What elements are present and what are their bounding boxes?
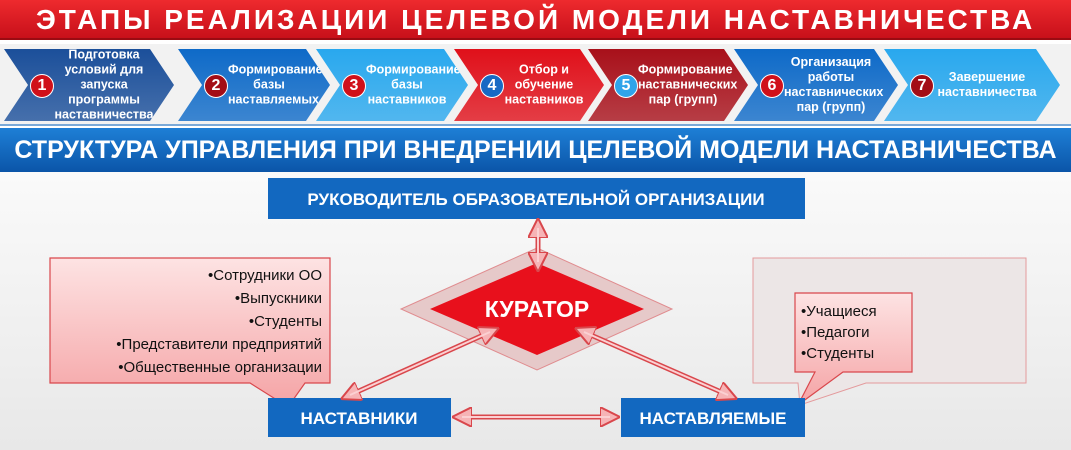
mentees-box <box>621 398 805 437</box>
mentee-sources-list: •Учащиеся •Педагоги •Студенты <box>801 303 877 362</box>
mentor-sources-list: •Сотрудники ОО •Выпускники •Студенты •Пр… <box>116 267 322 376</box>
list-item: •Студенты <box>801 345 874 362</box>
head-box <box>268 178 805 219</box>
stage-label: Формирование базы наставляемых <box>228 62 323 107</box>
list-item: •Учащиеся <box>801 303 877 320</box>
mentees-label: НАСТАВЛЯЕМЫЕ <box>639 409 786 428</box>
stage-number-badge: 6 <box>760 74 784 98</box>
stage-label: Завершение наставничества <box>937 70 1037 99</box>
stage-number-badge: 4 <box>480 74 504 98</box>
stage-label: Формирование наставнических пар (групп) <box>638 62 738 107</box>
mentee-sources-callout <box>794 292 913 406</box>
stage-label: Организация работы наставнических пар (г… <box>784 55 884 114</box>
list-item: •Выпускники <box>235 290 322 307</box>
stage-number-badge: 7 <box>910 74 934 98</box>
stage-number-badge: 2 <box>204 74 228 98</box>
stage-label: Подготовка условий для запуска программы… <box>54 47 154 122</box>
stage-number-badge: 5 <box>614 74 638 98</box>
stage-number-badge: 3 <box>342 74 366 98</box>
head-label: РУКОВОДИТЕЛЬ ОБРАЗОВАТЕЛЬНОЙ ОРГАНИЗАЦИИ <box>307 190 764 209</box>
section-banner: СТРУКТУРА УПРАВЛЕНИЯ ПРИ ВНЕДРЕНИИ ЦЕЛЕВ… <box>0 128 1071 172</box>
stage-label: Формирование базы наставников <box>366 62 461 107</box>
list-item: •Представители предприятий <box>116 336 322 353</box>
stage-label: Отбор и обучение наставников <box>504 62 584 107</box>
list-item: •Сотрудники ОО <box>208 267 322 284</box>
curator-label: КУРАТОР <box>485 296 589 322</box>
list-item: •Общественные организации <box>118 359 322 376</box>
page-title: ЭТАПЫ РЕАЛИЗАЦИИ ЦЕЛЕВОЙ МОДЕЛИ НАСТАВНИ… <box>0 0 1071 40</box>
mentors-box <box>268 398 451 437</box>
mentors-label: НАСТАВНИКИ <box>301 409 418 428</box>
list-item: •Педагоги <box>801 324 869 341</box>
list-item: •Студенты <box>249 313 322 330</box>
mentor-sources-callout <box>49 257 331 408</box>
stage-number-badge: 1 <box>30 74 54 98</box>
